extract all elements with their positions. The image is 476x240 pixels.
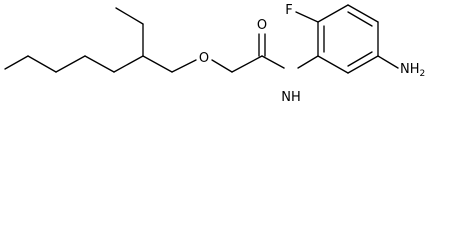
- ring-bond-c2-c3: [317, 4, 349, 23]
- ring-bond-c6-c1: [317, 55, 349, 74]
- bond-butyl-3: [55, 55, 86, 73]
- bond-butyl-1: [4, 55, 29, 70]
- amide-nh-label: NH: [281, 90, 301, 105]
- fluorine-label: F: [285, 3, 292, 18]
- ring-bond-c3-c4: [347, 4, 379, 23]
- amine-subscript: 2: [420, 69, 426, 79]
- bond-ethyl-2: [115, 7, 144, 25]
- bond-ring-fluorine: [295, 11, 319, 23]
- ring-double-c5-c6: [347, 51, 373, 67]
- bond-methylene: [142, 55, 173, 73]
- bond-nh-ring: [297, 55, 319, 69]
- ring-bond-c5-c6: [347, 55, 379, 74]
- ring-double-c3-c4: [347, 11, 373, 27]
- bond-butyl-2: [27, 55, 57, 73]
- atom-labels: F O O NH NH2: [199, 3, 425, 105]
- bond-oxygen-ch2: [211, 59, 233, 73]
- carbonyl-oxygen-label: O: [257, 18, 267, 33]
- ether-oxygen-label: O: [199, 51, 209, 66]
- chemical-structure: F O O NH NH2: [4, 3, 425, 105]
- bond-ch2-carbonyl: [231, 55, 263, 73]
- amine-label: NH2: [400, 62, 425, 79]
- bond-ring-amine: [377, 55, 399, 69]
- bond-branch-methine: [113, 55, 144, 73]
- bonds: [4, 4, 399, 74]
- amine-nh-text: NH: [400, 62, 420, 77]
- bond-ch2-oxygen: [171, 59, 197, 73]
- bond-carbonyl-nh: [261, 55, 285, 69]
- bond-butyl-4: [84, 55, 115, 73]
